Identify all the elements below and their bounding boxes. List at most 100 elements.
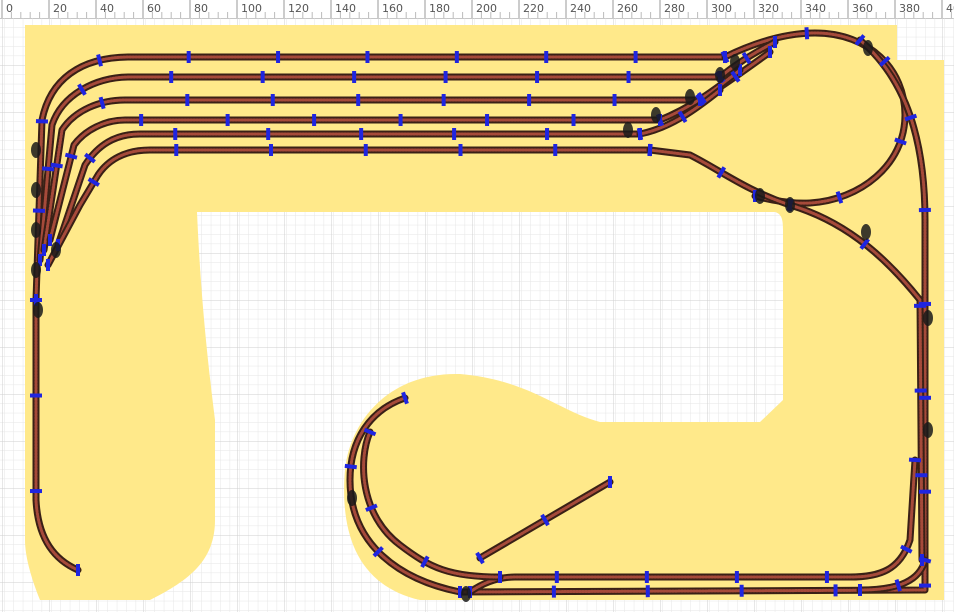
layout-canvas[interactable] (0, 18, 954, 612)
blue-joint-marker (824, 571, 829, 583)
blue-joint-marker (647, 143, 653, 157)
track-segment-rail[interactable] (46, 148, 652, 267)
turnout-motor[interactable] (31, 142, 41, 158)
blue-joint-marker (139, 114, 144, 126)
turnout-motor[interactable] (730, 54, 740, 70)
track-segment-rail[interactable] (48, 118, 662, 242)
blue-joint-marker (363, 427, 377, 437)
blue-joint-marker (716, 166, 727, 179)
blue-joint-marker (186, 51, 191, 64)
blue-joint-marker (540, 513, 550, 527)
blue-joint-marker (363, 144, 368, 157)
blue-joint-marker (169, 71, 174, 83)
blue-joint-marker (173, 128, 178, 140)
blue-joint-marker (359, 128, 364, 141)
turnout-motor[interactable] (685, 89, 695, 105)
blue-joint-marker (915, 473, 928, 478)
turnout-motor[interactable] (923, 422, 933, 438)
ruler-label: 0 (6, 2, 13, 15)
blue-joint-marker (452, 128, 457, 141)
blue-joint-marker (32, 208, 46, 213)
turnout-motor[interactable] (861, 224, 871, 240)
turnout-motor[interactable] (785, 197, 795, 213)
track-segment-rail[interactable] (56, 132, 642, 247)
track-segment-rail[interactable] (362, 430, 502, 579)
blue-joint-marker (612, 94, 617, 107)
turnout-markers (31, 40, 933, 602)
blue-joint-marker (854, 34, 866, 46)
blue-joint-marker (739, 584, 744, 597)
ruler-label: 340 (805, 2, 826, 15)
ruler-label: 240 (570, 2, 591, 15)
ruler-label: 180 (429, 2, 450, 15)
ruler-label: 40 (946, 2, 954, 15)
turnout-motor[interactable] (31, 262, 41, 278)
blue-joint-marker (730, 70, 741, 83)
blue-joint-marker (41, 166, 55, 172)
blue-joint-marker (356, 94, 361, 107)
blue-joint-marker (365, 503, 378, 512)
turnout-motor[interactable] (623, 122, 633, 138)
ruler-label: 300 (711, 2, 732, 15)
ruler-label: 220 (523, 2, 544, 15)
blue-joint-marker (833, 584, 838, 597)
track-segment-rail[interactable] (723, 31, 907, 205)
track-segment-rail[interactable] (468, 458, 917, 594)
blue-joint-marker (48, 234, 52, 246)
turnout-motor[interactable] (31, 222, 41, 238)
blue-joint-marker (527, 94, 532, 107)
blue-joint-marker (441, 94, 446, 107)
turnout-motor[interactable] (651, 107, 661, 123)
turnout-motor[interactable] (461, 586, 471, 602)
blue-joint-marker (98, 96, 106, 110)
blue-joint-marker (83, 152, 96, 164)
blue-joint-marker (718, 84, 722, 96)
blue-joint-marker (544, 51, 549, 64)
blue-joint-marker (29, 297, 43, 303)
blue-joint-marker (46, 259, 50, 271)
turnout-motor[interactable] (51, 242, 61, 258)
blue-joint-marker (904, 113, 918, 122)
blue-joint-marker (365, 51, 370, 64)
track-segment-rail[interactable] (42, 98, 702, 252)
blue-joint-marker (919, 395, 931, 400)
track-segment-rail[interactable] (348, 396, 462, 594)
blue-joint-marker (276, 51, 281, 64)
blue-joint-marker (626, 71, 631, 84)
ruler-label: 320 (758, 2, 779, 15)
ruler-label: 160 (382, 2, 403, 15)
turnout-motor[interactable] (715, 67, 725, 83)
blue-joint-marker (269, 144, 274, 157)
blue-joint-marker (266, 128, 271, 141)
blue-joint-marker (535, 71, 540, 84)
turnout-motor[interactable] (755, 188, 765, 204)
turnout-motor[interactable] (347, 490, 357, 506)
turnout-motor[interactable] (923, 310, 933, 326)
blue-joint-marker (914, 303, 927, 308)
blue-joint-marker (401, 391, 409, 405)
ruler-label: 360 (852, 2, 873, 15)
blue-joint-marker (260, 71, 265, 84)
blue-joint-marker (894, 137, 907, 146)
ruler-label: 100 (241, 2, 262, 15)
blue-joint-marker (77, 83, 87, 96)
blue-joint-marker (352, 71, 357, 84)
track-segment-rail[interactable] (34, 55, 727, 302)
blue-joint-marker (741, 51, 752, 65)
blue-joint-marker (645, 585, 650, 598)
track-segment-rail[interactable] (648, 148, 792, 207)
track-segment-rail[interactable] (34, 298, 80, 572)
blue-joint-marker (87, 177, 100, 187)
blue-joint-marker (545, 128, 550, 141)
ruler-label: 260 (617, 2, 638, 15)
turnout-motor[interactable] (863, 40, 873, 56)
blue-joint-marker (344, 463, 357, 470)
blue-joint-marker (695, 93, 705, 107)
turnout-motor[interactable] (31, 182, 41, 198)
turnout-motor[interactable] (33, 302, 43, 318)
blue-joint-marker (918, 556, 932, 564)
blue-joint-marker (677, 110, 688, 124)
blue-joint-marker (608, 476, 612, 488)
blue-joint-marker (30, 489, 42, 494)
blue-joint-marker (773, 36, 777, 48)
